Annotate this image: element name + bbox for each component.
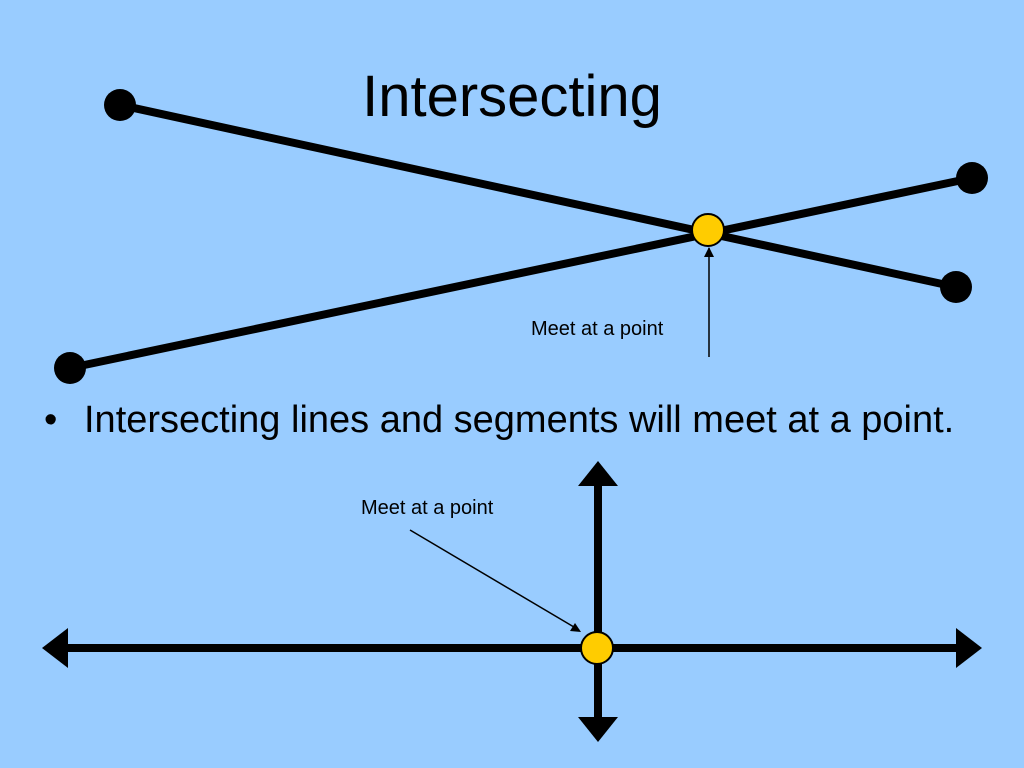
horizontal-line-right-arrowhead (956, 628, 982, 668)
bottom-callout-arrow-line (409, 529, 580, 631)
top-callout-label: Meet at a point (531, 318, 664, 340)
segment-two-left-endpoint (54, 352, 86, 384)
top-intersection-point (691, 213, 725, 247)
segment-one-right-endpoint (940, 271, 972, 303)
bullet-text: Intersecting lines and segments will mee… (84, 399, 955, 441)
segment-one-left-endpoint (104, 89, 136, 121)
segment-two (66, 174, 976, 372)
bullet-marker: • (44, 399, 58, 441)
slide-title: Intersecting (362, 64, 662, 129)
bottom-callout-arrowhead (570, 623, 581, 632)
vertical-line-bottom-arrowhead (578, 717, 618, 742)
bottom-intersection-point (580, 631, 614, 665)
top-callout-arrowhead (704, 247, 714, 257)
vertical-line-top-arrowhead (578, 461, 618, 486)
segment-one (116, 101, 960, 291)
bullet-item: • Intersecting lines and segments will m… (44, 393, 1004, 447)
bottom-callout-label: Meet at a point (361, 497, 494, 519)
horizontal-line-left-arrowhead (42, 628, 68, 668)
bullet-list: • Intersecting lines and segments will m… (44, 393, 1004, 447)
segment-two-right-endpoint (956, 162, 988, 194)
